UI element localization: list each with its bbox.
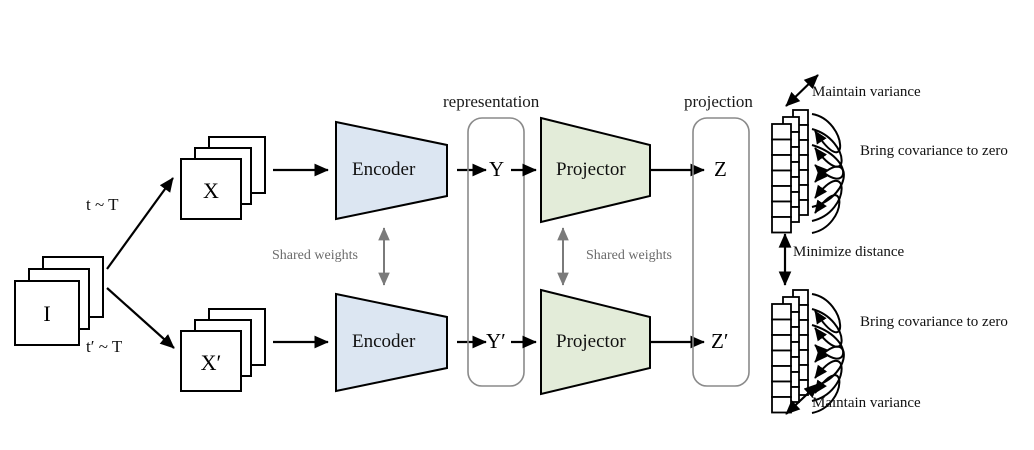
- embedding-back-column-bottom: [792, 289, 809, 396]
- encoder-label-top: Encoder: [352, 159, 416, 180]
- embedding-front-column-bottom: [771, 303, 792, 414]
- projector-label-top: Projector: [556, 159, 626, 180]
- representation-stage-label: representation: [443, 92, 540, 111]
- projection-stage-label: projection: [684, 92, 753, 111]
- bring-covariance-to-zero-label-bottom: Bring covariance to zero: [860, 314, 1008, 330]
- embedding-mid-column-top: [782, 116, 800, 223]
- bring-covariance-to-zero-label-top: Bring covariance to zero: [860, 143, 1008, 159]
- embedding-back-column-top: [792, 109, 809, 216]
- projector-label-bottom: Projector: [556, 331, 626, 352]
- projection-node-top: Z: [714, 157, 727, 181]
- shared-weights-label-encoder: Shared weights: [272, 248, 358, 263]
- encoder-label-bottom: Encoder: [352, 331, 416, 352]
- view-top-label: X: [203, 178, 219, 203]
- covariance-arcs-top: [811, 113, 845, 234]
- maintain-variance-label-top: Maintain variance: [812, 84, 921, 100]
- transform-arrow-top: [106, 177, 174, 270]
- representation-node-bottom: Y′: [486, 329, 506, 353]
- projection-node-bottom: Z′: [711, 329, 729, 353]
- embedding-front-column-top: [771, 123, 792, 234]
- input-image-label: I: [43, 301, 51, 326]
- transform-label-top: t ~ T: [86, 195, 119, 214]
- view-top-image-front: X: [180, 158, 242, 220]
- maintain-variance-label-bottom: Maintain variance: [812, 395, 921, 411]
- representation-node-top: Y: [489, 157, 505, 181]
- view-image-stack-bottom: X′: [180, 308, 276, 400]
- view-bottom-image-front: X′: [180, 330, 242, 392]
- embedding-mid-column-bottom: [782, 296, 800, 403]
- input-image-stack: I: [14, 256, 110, 348]
- view-image-stack-top: X: [180, 136, 276, 228]
- shared-weights-label-projector: Shared weights: [586, 248, 672, 263]
- input-image-front: I: [14, 280, 80, 346]
- transform-label-bottom: t′ ~ T: [86, 337, 123, 356]
- view-bottom-label: X′: [200, 350, 222, 375]
- minimize-distance-label: Minimize distance: [793, 244, 905, 260]
